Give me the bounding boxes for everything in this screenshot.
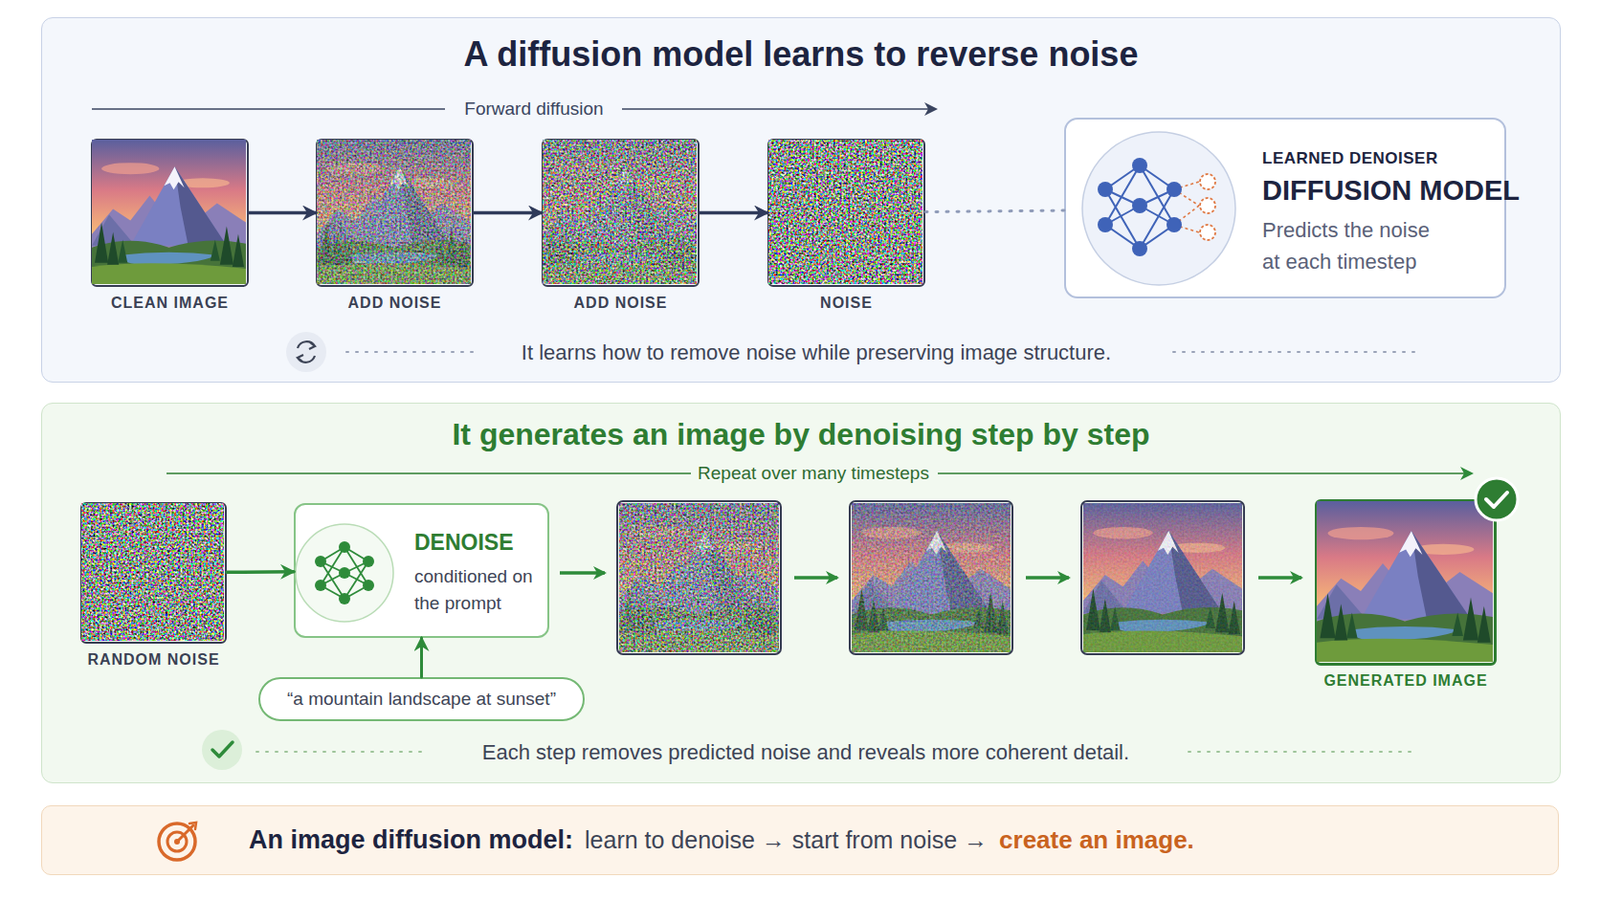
model-box: LEARNED DENOISERDIFFUSION MODELPredicts …: [1064, 117, 1507, 299]
box-description: conditioned on the prompt: [414, 563, 549, 618]
tile-label: GENERATED IMAGE: [1260, 672, 1552, 690]
image-tile: CLEAN IMAGE: [90, 138, 249, 288]
annotation-label: It learns how to remove noise while pres…: [433, 340, 1200, 366]
image-tile: GENERATED IMAGE: [1314, 499, 1497, 667]
panel-title: It generates an image by denoising step …: [42, 417, 1560, 453]
summary-result: create an image.: [999, 825, 1195, 856]
box-title: DENOISE: [414, 530, 514, 556]
tile-label: NOISE: [711, 294, 981, 312]
section-panel: It generates an image by denoising step …: [41, 402, 1561, 784]
image-tile: RANDOM NOISE: [80, 502, 227, 645]
box-description: Predicts the noise at each timestep: [1262, 214, 1445, 278]
box-kicker: LEARNED DENOISER: [1262, 149, 1439, 169]
image-tile: NOISE: [767, 138, 926, 288]
summary-steps: learn to denoise → start from noise →: [584, 826, 988, 855]
process-box: DENOISE conditioned on the prompt: [293, 503, 550, 639]
prompt-pill: “a mountain landscape at sunset”: [258, 677, 585, 722]
annotation-label: Repeat over many timesteps: [430, 463, 1197, 485]
summary-banner: An image diffusion model: learn to denois…: [41, 805, 1559, 876]
prompt-text: “a mountain landscape at sunset”: [287, 688, 556, 711]
annotation-label: Forward diffusion: [151, 98, 917, 120]
section-panel: A diffusion model learns to reverse nois…: [41, 17, 1561, 383]
annotation-label: Each step removes predicted noise and re…: [422, 740, 1189, 766]
tile-label: ADD NOISE: [260, 294, 530, 312]
tile-label: RANDOM NOISE: [24, 651, 283, 669]
tile-label: CLEAN IMAGE: [35, 294, 305, 312]
panel-title: A diffusion model learns to reverse nois…: [42, 34, 1560, 75]
summary-lead: An image diffusion model:: [248, 825, 574, 856]
image-tile: ADD NOISE: [315, 138, 474, 288]
box-title: DIFFUSION MODEL: [1262, 175, 1520, 207]
tile-label: ADD NOISE: [486, 294, 756, 312]
image-tile: ADD NOISE: [541, 138, 700, 288]
